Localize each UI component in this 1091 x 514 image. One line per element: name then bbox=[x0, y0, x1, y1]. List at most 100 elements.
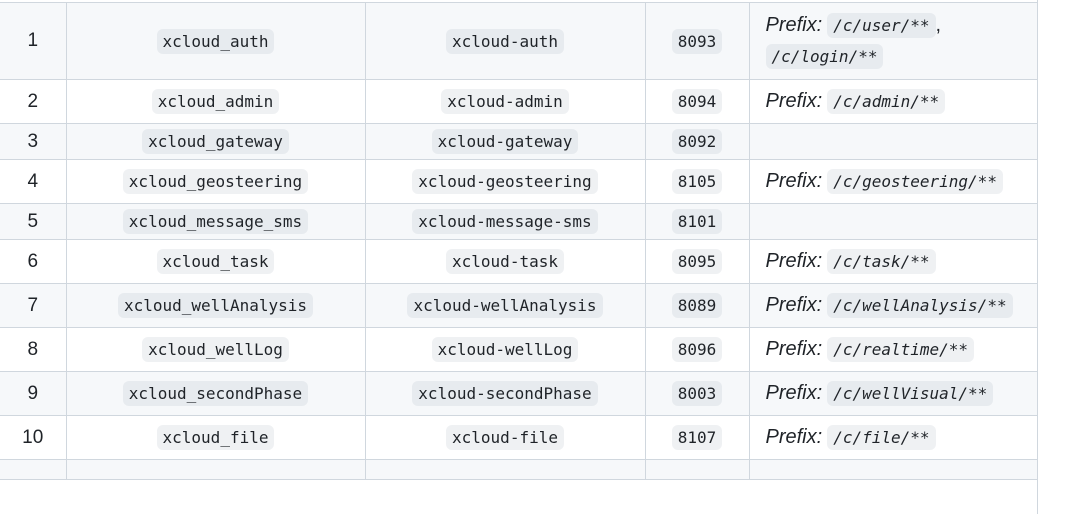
route-pattern: /c/user/** bbox=[827, 13, 936, 38]
service-id-cell: xcloud_wellAnalysis bbox=[65, 283, 366, 328]
service-name-cell: xcloud-wellLog bbox=[364, 327, 646, 372]
service-name-cell: xcloud-auth bbox=[364, 2, 646, 80]
service-name: xcloud-auth bbox=[446, 28, 564, 54]
service-name-cell: xcloud-geosteering bbox=[364, 159, 646, 204]
service-id: xcloud_geosteering bbox=[122, 169, 309, 194]
prefix-label: Prefix: bbox=[765, 382, 823, 404]
route-pattern: /c/geosteering/** bbox=[827, 169, 1003, 194]
port-cell: 8089 bbox=[644, 283, 750, 328]
route-pattern: /c/file/** bbox=[827, 425, 936, 450]
port-cell: 8095 bbox=[644, 239, 750, 284]
service-name-cell: xcloud-secondPhase bbox=[364, 371, 646, 416]
service-id: xcloud_wellLog bbox=[142, 337, 289, 362]
service-id-cell: xcloud_gateway bbox=[65, 123, 366, 160]
port: 8094 bbox=[671, 89, 723, 114]
route-cell: Prefix:/c/task/** bbox=[748, 239, 1037, 284]
service-name: xcloud-geosteering bbox=[412, 169, 598, 194]
port: 8003 bbox=[671, 381, 723, 406]
service-name-cell: xcloud-file bbox=[364, 415, 646, 460]
port: 8092 bbox=[671, 129, 723, 154]
service-id-cell: xcloud_message_sms bbox=[65, 203, 366, 240]
port-cell: 8096 bbox=[644, 327, 750, 372]
service-name: xcloud-gateway bbox=[431, 129, 579, 154]
port: 8096 bbox=[671, 337, 723, 362]
service-name: xcloud-task bbox=[446, 249, 564, 274]
port: 8093 bbox=[671, 28, 723, 54]
route-cell: Prefix:/c/geosteering/** bbox=[748, 159, 1037, 204]
port-cell: 8092 bbox=[644, 123, 750, 160]
route-pattern: /c/wellVisual/** bbox=[827, 381, 994, 406]
service-id: xcloud_task bbox=[156, 249, 275, 274]
route-separator: , bbox=[935, 14, 942, 36]
service-name-cell: xcloud-admin bbox=[364, 79, 646, 124]
row-index-cell: 1 bbox=[0, 2, 67, 80]
table-row: 6 xcloud_task xcloud-task 8095 Prefix:/c/tas… bbox=[0, 239, 1037, 284]
port-cell: 8003 bbox=[644, 371, 750, 416]
prefix-label: Prefix: bbox=[765, 426, 823, 448]
port: 8089 bbox=[671, 293, 723, 318]
empty-cell bbox=[364, 459, 646, 480]
prefix-label: Prefix: bbox=[765, 14, 823, 36]
route-cell: Prefix:/c/admin/** bbox=[748, 79, 1037, 124]
service-name: xcloud-wellLog bbox=[431, 337, 579, 362]
route-cell: Prefix:/c/realtime/** bbox=[748, 327, 1037, 372]
port-cell: 8101 bbox=[644, 203, 750, 240]
port-cell: 8105 bbox=[644, 159, 750, 204]
service-name-cell: xcloud-message-sms bbox=[364, 203, 646, 240]
route-cell bbox=[748, 203, 1037, 240]
service-name: xcloud-wellAnalysis bbox=[407, 293, 603, 318]
service-name-cell: xcloud-wellAnalysis bbox=[364, 283, 646, 328]
prefix-label: Prefix: bbox=[765, 294, 823, 316]
row-index-cell: 3 bbox=[0, 123, 67, 160]
service-name: xcloud-admin bbox=[441, 89, 569, 114]
route-pattern: /c/realtime/** bbox=[827, 337, 975, 362]
service-id-cell: xcloud_admin bbox=[65, 79, 366, 124]
table-row: 3 xcloud_gateway xcloud-gateway 8092 bbox=[0, 123, 1037, 160]
service-id: xcloud_wellAnalysis bbox=[117, 293, 314, 318]
service-id-cell: xcloud_auth bbox=[65, 2, 366, 80]
service-id: xcloud_gateway bbox=[142, 129, 289, 154]
table-row: 10 xcloud_file xcloud-file 8107 Prefix:/c/fi… bbox=[0, 415, 1037, 460]
route-pattern: /c/task/** bbox=[827, 249, 936, 274]
row-index-cell: 8 bbox=[0, 327, 67, 372]
service-id: xcloud_secondPhase bbox=[122, 381, 309, 406]
route-pattern: /c/wellAnalysis/** bbox=[827, 293, 1013, 318]
route-cell: Prefix:/c/user/**, /c/login/** bbox=[748, 2, 1037, 80]
port: 8105 bbox=[671, 169, 723, 194]
port-cell: 8093 bbox=[644, 2, 750, 80]
service-name-cell: xcloud-task bbox=[364, 239, 646, 284]
row-index-cell: 7 bbox=[0, 283, 67, 328]
service-id: xcloud_auth bbox=[156, 28, 275, 54]
row-index-cell: 10 bbox=[0, 415, 67, 460]
service-id-cell: xcloud_secondPhase bbox=[65, 371, 366, 416]
empty-cell bbox=[0, 459, 67, 480]
service-id: xcloud_file bbox=[156, 425, 275, 450]
row-index-cell: 5 bbox=[0, 203, 67, 240]
port: 8095 bbox=[671, 249, 723, 274]
empty-cell bbox=[644, 459, 750, 480]
service-name: xcloud-file bbox=[446, 425, 564, 450]
port: 8107 bbox=[671, 425, 723, 450]
route-cell: Prefix:/c/file/** bbox=[748, 415, 1037, 460]
prefix-label: Prefix: bbox=[765, 90, 823, 112]
service-name-cell: xcloud-gateway bbox=[364, 123, 646, 160]
row-index-cell: 2 bbox=[0, 79, 67, 124]
table-row bbox=[0, 459, 1037, 480]
table-row: 7 xcloud_wellAnalysis xcloud-wellAnalysis 8… bbox=[0, 283, 1037, 328]
service-name: xcloud-secondPhase bbox=[412, 381, 598, 406]
route-pattern: /c/login/** bbox=[765, 44, 884, 69]
service-id-cell: xcloud_wellLog bbox=[65, 327, 366, 372]
port-cell: 8107 bbox=[644, 415, 750, 460]
row-index-cell: 6 bbox=[0, 239, 67, 284]
port: 8101 bbox=[671, 209, 723, 234]
service-id: xcloud_message_sms bbox=[122, 209, 309, 234]
prefix-label: Prefix: bbox=[765, 338, 823, 360]
route-cell bbox=[748, 123, 1037, 160]
table-row: 5 xcloud_message_sms xcloud-message-sms 810… bbox=[0, 203, 1037, 240]
route-pattern: /c/admin/** bbox=[827, 89, 946, 114]
